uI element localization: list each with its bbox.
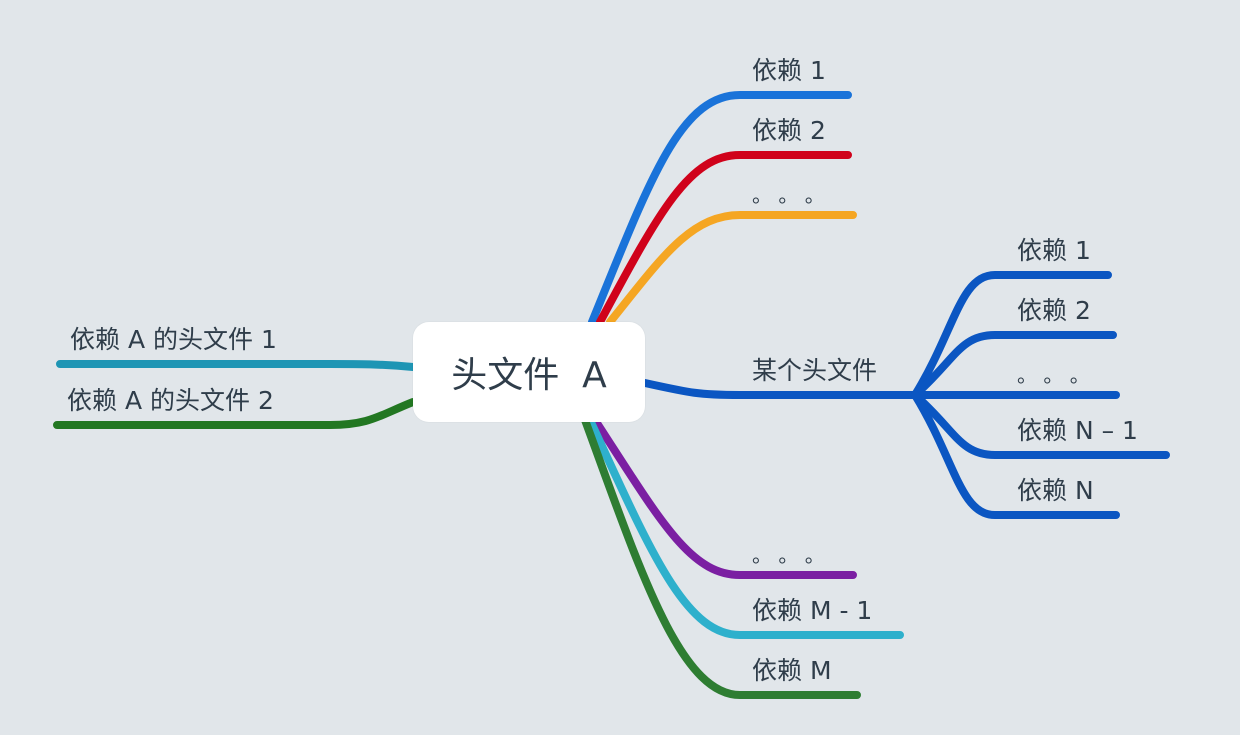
- branch-dep2: [596, 151, 852, 326]
- branch-left-header2: [53, 398, 417, 429]
- node-sub-dep-n-minus-1[interactable]: 依赖 N – 1: [1017, 416, 1138, 445]
- center-label: 头文件 A: [451, 355, 607, 396]
- branch-sub-dep1: [911, 271, 1112, 399]
- node-ellipsis-bottom[interactable]: 。 。 。: [752, 543, 825, 567]
- branch-sub-dep2: [911, 331, 1117, 399]
- node-dep2[interactable]: 依赖 2: [752, 116, 826, 145]
- node-sub-dep2[interactable]: 依赖 2: [1017, 296, 1091, 325]
- branch-ellipsis-top: [606, 211, 857, 326]
- branch-dep-m-1: [586, 416, 904, 639]
- node-dep-m-minus-1[interactable]: 依赖 M - 1: [752, 596, 873, 625]
- branch-left-header1: [56, 360, 417, 371]
- branch-ellipsis-bottom: [591, 416, 857, 579]
- node-sub-ellipsis[interactable]: 。 。 。: [1017, 363, 1090, 387]
- node-sub-dep-n[interactable]: 依赖 N: [1017, 476, 1094, 505]
- center-node[interactable]: 头文件 A: [413, 322, 645, 422]
- node-left-header2[interactable]: 依赖 A 的头文件 2: [67, 386, 274, 415]
- branch-dep-m: [581, 416, 861, 699]
- node-dep-m[interactable]: 依赖 M: [752, 656, 832, 685]
- node-sub-dep1[interactable]: 依赖 1: [1017, 236, 1091, 265]
- node-left-header1[interactable]: 依赖 A 的头文件 1: [70, 325, 277, 354]
- node-some-header[interactable]: 某个头文件: [752, 356, 878, 385]
- branch-dep1: [588, 91, 852, 326]
- branch-sub-dep-n-1: [911, 391, 1170, 459]
- branch-sub-dep-n: [911, 391, 1120, 519]
- node-dep1[interactable]: 依赖 1: [752, 56, 826, 85]
- node-ellipsis-top[interactable]: 。 。 。: [752, 183, 825, 207]
- branch-some-header: [641, 379, 919, 399]
